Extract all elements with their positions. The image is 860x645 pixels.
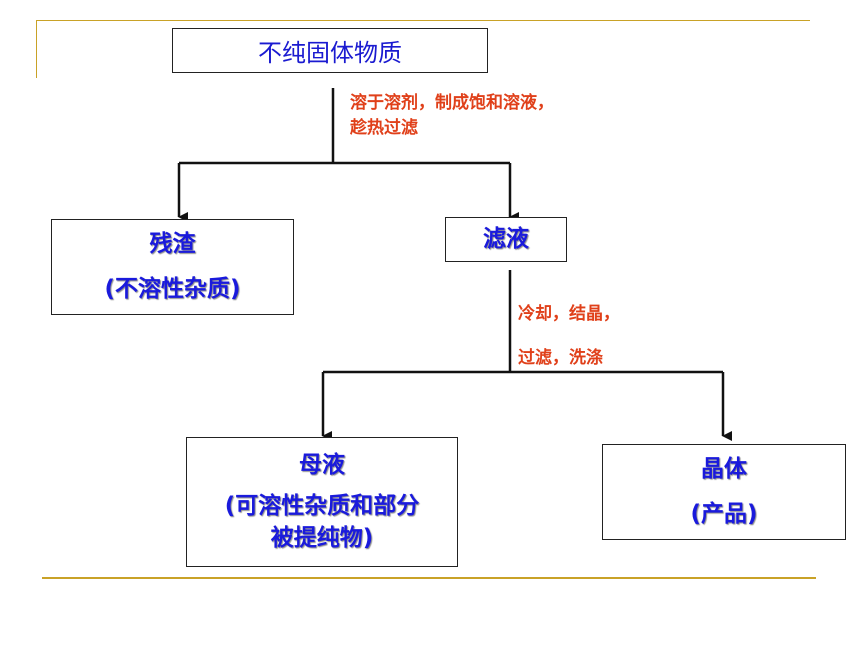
node-residue: 残渣 (不溶性杂质) bbox=[51, 219, 294, 315]
step-cool-crystallize-line2: 过滤，洗涤 bbox=[518, 348, 603, 368]
node-mother-liquor-line3: 被提纯物) bbox=[270, 524, 374, 551]
node-mother-liquor: 母液 (可溶性杂质和部分 被提纯物) bbox=[186, 437, 458, 567]
node-residue-line1: 残渣 bbox=[149, 230, 196, 257]
top-accent-line bbox=[36, 20, 810, 21]
node-crystal-line2: (产品) bbox=[690, 501, 758, 527]
step-cool-crystallize-line1: 冷却，结晶， bbox=[518, 304, 620, 324]
step-dissolve-filter: 溶于溶剂，制成饱和溶液， 趁热过滤 bbox=[350, 91, 554, 140]
node-crystal: 晶体 (产品) bbox=[602, 444, 846, 540]
node-filtrate-label: 滤液 bbox=[483, 225, 529, 252]
step-dissolve-filter-line2: 趁热过滤 bbox=[350, 117, 418, 138]
step-dissolve-filter-line1: 溶于溶剂，制成饱和溶液， bbox=[350, 93, 554, 113]
node-impure-solid-label: 不纯固体物质 bbox=[258, 39, 402, 67]
node-mother-liquor-line2: (可溶性杂质和部分 bbox=[224, 493, 420, 520]
node-filtrate: 滤液 bbox=[445, 217, 567, 262]
step-cool-crystallize: 冷却，结晶， 过滤，洗涤 bbox=[518, 292, 620, 380]
node-mother-liquor-line1: 母液 bbox=[299, 452, 345, 479]
node-crystal-line1: 晶体 bbox=[701, 455, 747, 482]
node-residue-line2: (不溶性杂质) bbox=[104, 276, 241, 302]
left-accent-line bbox=[36, 20, 37, 78]
bottom-accent-line bbox=[42, 577, 816, 579]
node-impure-solid: 不纯固体物质 bbox=[172, 28, 488, 73]
